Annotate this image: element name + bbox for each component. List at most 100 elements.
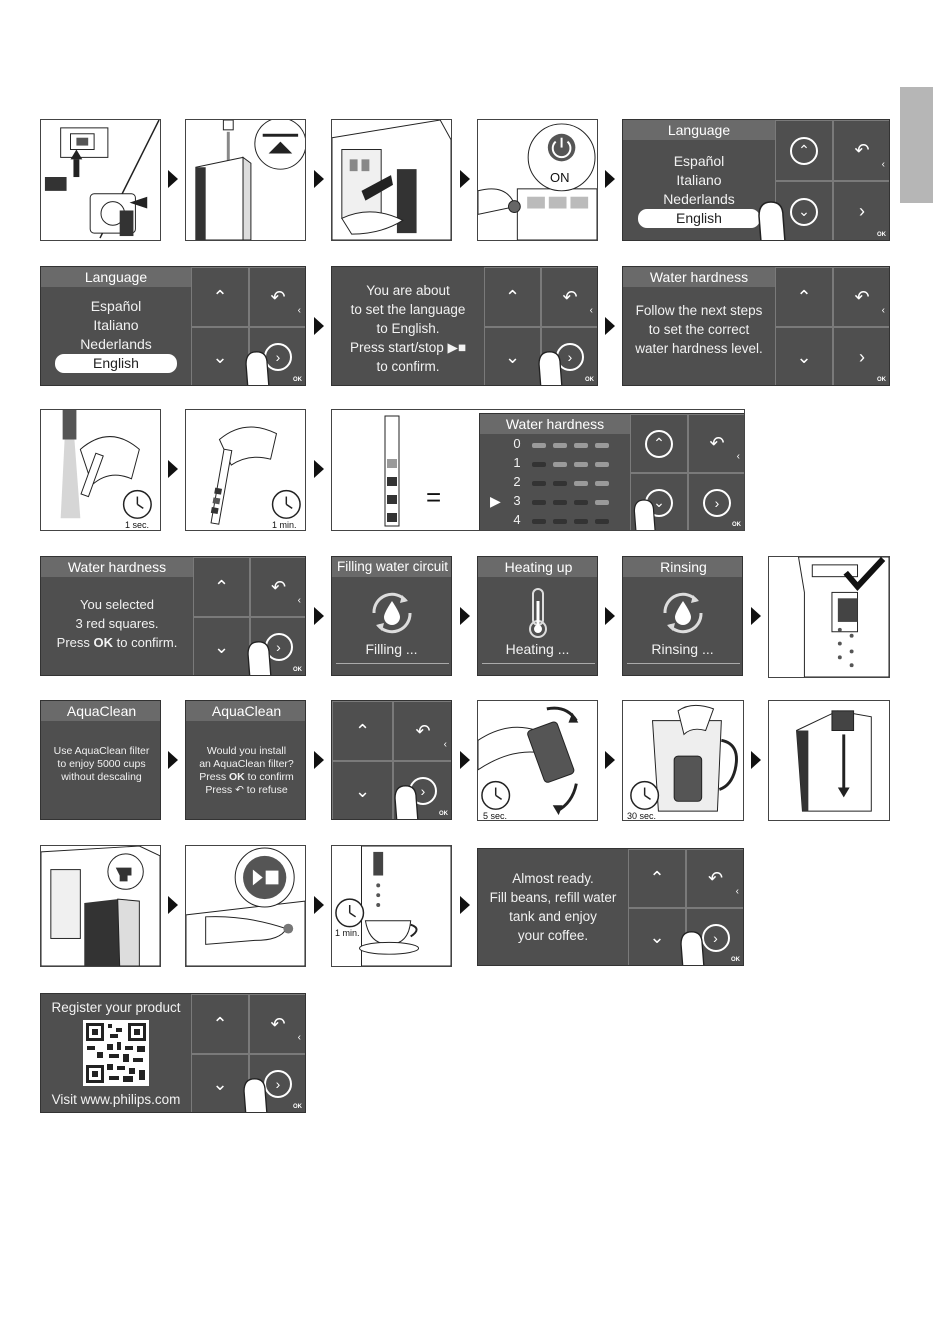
language-option[interactable]: Español (90, 298, 142, 314)
down-chevron-icon: ⌄ (354, 780, 371, 801)
hardness-level-number: 2 (513, 474, 521, 489)
progress-line (627, 663, 740, 664)
language-option[interactable]: Nederlands (80, 336, 152, 352)
hardness-square (595, 519, 609, 524)
ok-glyph: OK (93, 635, 114, 650)
up-button[interactable]: ⌃ (630, 414, 688, 473)
text-line: Follow the next steps (635, 303, 763, 318)
power-on-illustration: ON (477, 119, 598, 241)
ok-label: OK (732, 522, 741, 528)
hardness-level-row[interactable]: ▶3 (480, 493, 630, 512)
up-chevron-icon: ⌃ (645, 429, 673, 458)
language-list: Español Italiano Nederlands English (623, 152, 775, 228)
text-line: to English. (376, 321, 440, 336)
back-icon: ↶ (415, 720, 431, 741)
qr-code-icon[interactable] (83, 1020, 149, 1086)
step-arrow (314, 607, 324, 625)
down-button[interactable]: ⌄ (332, 761, 393, 819)
hardness-level-row[interactable]: 2 (480, 474, 630, 493)
back-icon: ↶ (854, 286, 870, 307)
step-arrow (605, 170, 615, 188)
timer-label: 5 sec. (483, 811, 508, 821)
up-button[interactable]: ⌃ (332, 701, 393, 761)
language-option[interactable]: Italiano (93, 317, 139, 333)
back-button[interactable]: ↶‹ (249, 267, 305, 327)
dip-strip-illustration: 1 sec. (40, 409, 161, 531)
ok-label: OK (877, 377, 886, 383)
up-button[interactable]: ⌃ (775, 267, 833, 327)
back-button[interactable]: ↶‹ (250, 557, 305, 617)
selection-pointer-icon: ▶ (490, 493, 501, 509)
register-url[interactable]: Visit www.philips.com (51, 1092, 181, 1107)
left-chevron-icon: ‹ (881, 159, 885, 170)
up-button[interactable]: ⌃ (191, 994, 249, 1054)
screen-title: Heating up (478, 557, 597, 577)
text-line: Fill beans, refill water (489, 890, 617, 905)
text-line: without descaling (61, 771, 142, 783)
step-arrow (314, 751, 324, 769)
text-line: You selected (80, 597, 154, 612)
hardness-level-row[interactable]: 4 (480, 512, 630, 530)
up-button[interactable]: ⌃ (484, 267, 541, 327)
up-chevron-icon: ⌃ (212, 286, 228, 307)
hardness-square (595, 500, 609, 505)
insert-filter-illustration (768, 700, 890, 821)
press-start-illustration (185, 845, 306, 967)
hardness-level-row[interactable]: 1 (480, 455, 630, 474)
almost-ready-screen: Almost ready. Fill beans, refill water t… (477, 848, 744, 966)
text-line: to enjoy 5000 cups (57, 758, 146, 770)
up-button[interactable]: ⌃ (628, 849, 686, 908)
back-button[interactable]: ↶‹ (249, 994, 305, 1054)
text-line: You are about (366, 283, 450, 298)
back-button[interactable]: ↶‹ (686, 849, 743, 908)
soak-filter-illustration: 30 sec. (622, 700, 744, 821)
finger-icon (538, 351, 563, 385)
water-hardness-intro-screen: Water hardness Follow the next steps to … (622, 266, 890, 386)
step-arrow (314, 317, 324, 335)
thermometer-icon (529, 588, 547, 638)
checkmark-icon (843, 557, 886, 591)
hardness-square (532, 500, 546, 505)
hardness-square (532, 462, 546, 467)
up-button[interactable]: ⌃ (775, 120, 833, 181)
text-line: Press ↶ to refuse (205, 784, 288, 796)
language-option[interactable]: Italiano (676, 172, 722, 188)
finger-icon (680, 931, 705, 965)
back-button[interactable]: ↶‹ (833, 267, 889, 327)
intro-text: Follow the next steps to set the correct… (623, 301, 775, 358)
test-strip-icon (384, 415, 400, 527)
ok-button[interactable]: ›OK (833, 327, 889, 385)
hardness-level-number: 4 (513, 512, 521, 527)
text-line: Press start/stop ▶■ (349, 340, 467, 355)
back-button[interactable]: ↶‹ (833, 120, 889, 181)
right-chevron-icon: › (859, 201, 865, 221)
ok-label: OK (877, 232, 886, 238)
up-button[interactable]: ⌃ (191, 267, 249, 327)
back-button[interactable]: ↶‹ (688, 414, 744, 473)
back-icon: ↶ (270, 1013, 286, 1034)
screen-title: AquaClean (41, 701, 160, 721)
text-line: Almost ready. (512, 871, 594, 886)
back-button[interactable]: ↶‹ (541, 267, 597, 327)
text-line: your coffee. (517, 928, 589, 943)
language-option-selected[interactable]: English (638, 209, 760, 228)
finger-icon (394, 785, 419, 819)
language-option[interactable]: Español (673, 153, 725, 169)
timer-label: 1 sec. (125, 520, 150, 530)
up-button[interactable]: ⌃ (193, 557, 250, 617)
screen-title: Language (41, 267, 191, 287)
language-option-selected[interactable]: English (55, 354, 177, 373)
left-chevron-icon: ‹ (881, 305, 885, 316)
down-button[interactable]: ⌄ (775, 327, 833, 385)
language-option[interactable]: Nederlands (663, 191, 735, 207)
ok-button[interactable]: ›OK (688, 473, 744, 530)
hardness-square (553, 462, 567, 467)
fill-tank-illustration (185, 119, 306, 241)
step-arrow (168, 170, 178, 188)
timer-label: 1 min. (272, 520, 297, 530)
finger-icon (243, 1078, 268, 1112)
hardness-level-row[interactable]: 0 (480, 436, 630, 455)
back-button[interactable]: ↶‹ (393, 701, 451, 761)
ok-button[interactable]: › OK (833, 181, 889, 240)
